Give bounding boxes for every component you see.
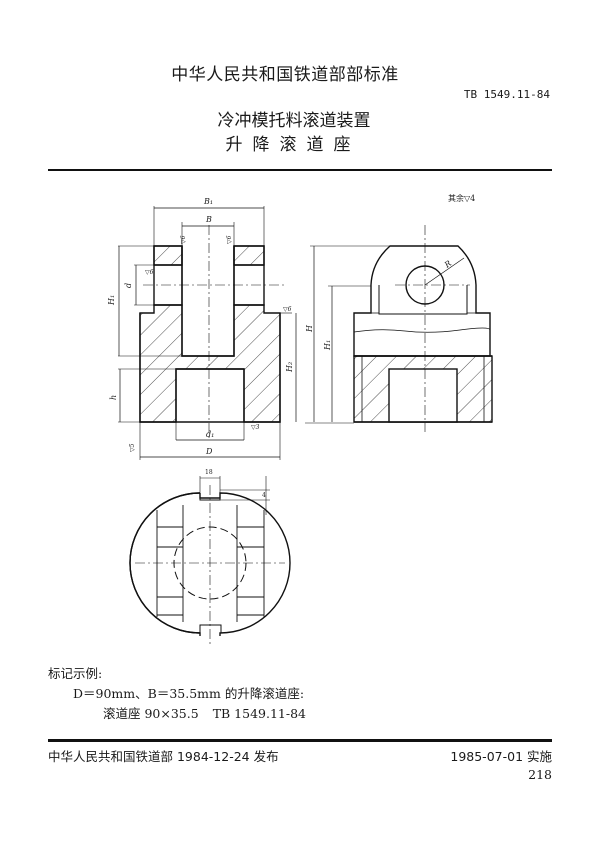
dim-D-label: D bbox=[205, 447, 213, 456]
front-section-view bbox=[118, 206, 297, 460]
designation-code: TB 1549.11-84 bbox=[212, 706, 307, 721]
slot-depth-label: 4 bbox=[262, 492, 266, 499]
standard-organization: 中华人民共和国铁道部部标准 bbox=[0, 60, 600, 85]
dim-H1-label: H₁ bbox=[107, 295, 116, 306]
dim-h-label: h bbox=[109, 395, 118, 400]
marking-example-description: D＝90mm、B＝35.5mm 的升降滚道座: bbox=[73, 686, 305, 701]
dim-B-label: B bbox=[205, 215, 212, 224]
dim-B1-label: B₁ bbox=[203, 197, 213, 206]
header-divider bbox=[48, 169, 552, 171]
surface-roughness-note: 其余▽4 bbox=[448, 193, 475, 203]
footer-divider bbox=[48, 739, 552, 742]
standard-code: TB 1549.11-84 bbox=[463, 88, 550, 101]
designation-name: 滚道座 90×35.5 bbox=[103, 706, 199, 721]
document-title: 冷冲模托料滚道装置 bbox=[0, 106, 600, 131]
dim-H2-label: H₂ bbox=[285, 362, 294, 373]
dim-R-label: R bbox=[442, 259, 453, 270]
top-view-left-arc bbox=[129, 492, 201, 634]
top-view bbox=[129, 476, 291, 645]
marking-example-designation: 滚道座 90×35.5 TB 1549.11-84 bbox=[48, 704, 306, 724]
side-view-labels: R H H₁ bbox=[305, 259, 453, 351]
front-view-labels: B₁ B H₁ d h H₂ d₁ D ▽6 ▽6 ▽6 ▽6 ▽3 ▽5 bbox=[107, 197, 294, 456]
issue-date: 中华人民共和国铁道部 1984-12-24 发布 bbox=[48, 749, 279, 764]
effective-date: 1985-07-01 实施 bbox=[450, 749, 552, 764]
top-view-labels: 18 4 bbox=[205, 469, 266, 499]
marking-example-heading: 标记示例: bbox=[48, 666, 103, 681]
technical-drawing: B₁ B H₁ d h H₂ d₁ D ▽6 ▽6 ▽6 ▽6 ▽3 ▽5 bbox=[107, 193, 493, 645]
roughness-mark-left: ▽6 bbox=[180, 235, 187, 244]
slot-width-label: 18 bbox=[205, 469, 213, 476]
roughness-mark-bore: ▽6 bbox=[145, 269, 154, 276]
document-title-text: 冷冲模托料滚道装置 bbox=[217, 111, 371, 131]
standard-organization-text: 中华人民共和国铁道部部标准 bbox=[171, 65, 399, 85]
page-number: 218 bbox=[528, 767, 552, 782]
roughness-mark-base: ▽3 bbox=[251, 424, 260, 431]
marking-example: 标记示例: D＝90mm、B＝35.5mm 的升降滚道座: 滚道座 90×35.… bbox=[48, 664, 306, 724]
dim-d-label: d bbox=[124, 283, 133, 288]
document-subtitle: 升降滚道座 bbox=[0, 130, 600, 155]
dim-H-label: H bbox=[305, 324, 314, 333]
side-view bbox=[305, 225, 493, 432]
dim-H1-side-label: H₁ bbox=[323, 340, 332, 351]
roughness-mark-shoulder: ▽6 bbox=[283, 306, 292, 313]
roughness-mark-right: ▽6 bbox=[226, 235, 233, 244]
roughness-mark-bottom: ▽5 bbox=[129, 443, 136, 452]
dim-d1-label: d₁ bbox=[206, 430, 214, 439]
document-subtitle-text: 升降滚道座 bbox=[225, 135, 361, 155]
